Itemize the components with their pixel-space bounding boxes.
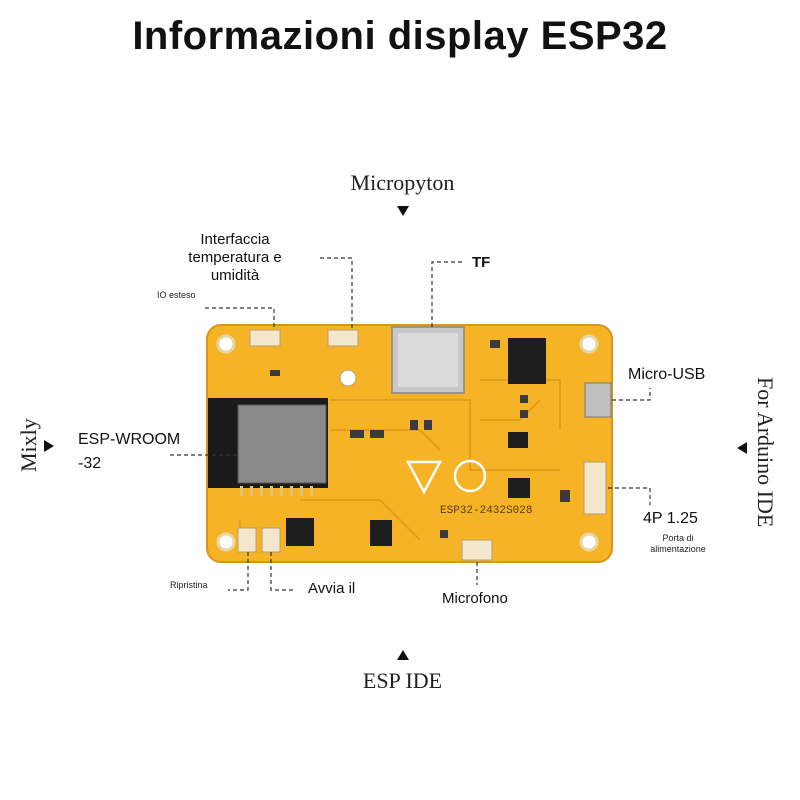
- label-reset: Ripristina: [170, 580, 208, 590]
- platform-top-label: Micropyton: [350, 170, 455, 195]
- page-title: Informazioni display ESP32: [132, 14, 668, 58]
- label-temp-interface: Interfaccia temperatura e umidità: [188, 231, 282, 284]
- label-boot: Avvia il: [308, 580, 356, 597]
- arrow-down-icon: [397, 206, 409, 216]
- label-esp-wroom: ESP-WROOM -32: [78, 431, 181, 472]
- arrow-left-icon: [737, 442, 747, 454]
- platform-bottom-label: ESP IDE: [362, 668, 443, 693]
- label-microphone: Microfono: [442, 590, 508, 607]
- label-power-connector: 4P 1.25: [643, 510, 698, 527]
- board-silkscreen: ESP32-2432S028: [440, 505, 533, 517]
- arrow-right-icon: [44, 440, 54, 452]
- platform-right-label: For Arduino IDE: [753, 376, 778, 528]
- label-power-port: Porta di alimentazione: [650, 533, 706, 554]
- arrow-up-icon: [397, 650, 409, 660]
- label-micro-usb: Micro-USB: [628, 366, 706, 383]
- label-io-extended: IO esteso: [157, 290, 196, 300]
- label-tf: TF: [472, 254, 491, 271]
